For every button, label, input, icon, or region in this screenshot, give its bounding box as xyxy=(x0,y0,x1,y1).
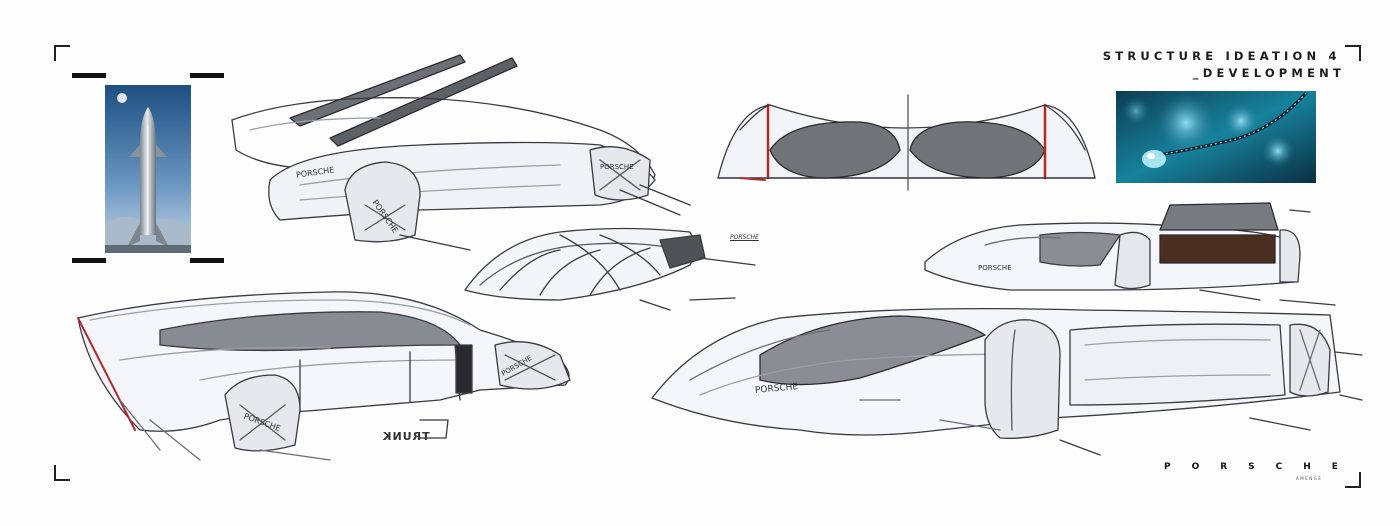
rocket-photo xyxy=(105,85,191,253)
designer-signature: AMENGE xyxy=(1296,476,1323,481)
ref-bar-bottom-right xyxy=(190,258,224,263)
sketch-cargo-vehicle xyxy=(924,202,1336,306)
frame-corner-bottom-left xyxy=(54,465,70,481)
sketch-ribbed-shell xyxy=(464,227,756,311)
water-drop-photo xyxy=(1116,91,1316,183)
sketch-large-right-vehicle xyxy=(651,307,1363,456)
sketch-open-roof-vehicle xyxy=(231,54,691,251)
sketch-front-view-canopy xyxy=(717,94,1096,191)
board-title: STRUCTURE IDEATION 4 _DEVELOPMENT xyxy=(1103,48,1345,82)
water-drop-reference-image xyxy=(1116,91,1316,183)
sketch-label-porsche-tag: PORSCHE xyxy=(730,234,759,241)
sketch-label-porsche-f: PORSCHE xyxy=(978,264,1012,272)
porsche-wordmark: PORSCHE xyxy=(1164,462,1359,472)
frame-corner-bottom-right xyxy=(1345,472,1361,488)
sketch-large-left-vehicle xyxy=(77,291,571,461)
rocket-reference-image xyxy=(72,73,224,263)
frame-corner-top-right xyxy=(1345,45,1361,61)
sketch-label-porsche-c: PORSCHE xyxy=(600,163,634,171)
sketch-label-trunk: TRUNK xyxy=(382,430,430,443)
board-title-line2: _DEVELOPMENT xyxy=(1192,66,1345,80)
ref-bar-bottom-left xyxy=(72,258,106,263)
ref-bar-top-left xyxy=(72,73,106,78)
board-title-line1: STRUCTURE IDEATION 4 xyxy=(1102,49,1341,63)
ref-bar-top-right xyxy=(190,73,224,78)
frame-corner-top-left xyxy=(54,45,70,61)
